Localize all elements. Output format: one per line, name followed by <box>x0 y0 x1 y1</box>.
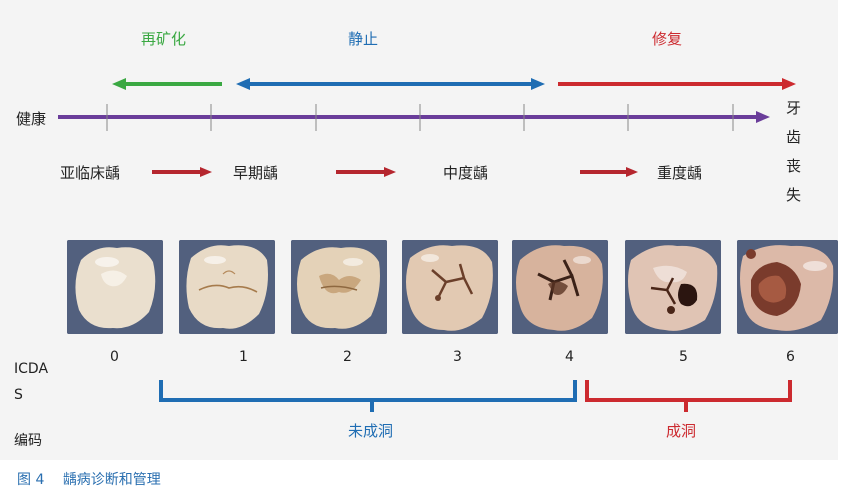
tooth-loss-char: 牙 <box>786 99 802 117</box>
figure-number: 图 4 <box>17 472 45 488</box>
stage-early: 早期龋 <box>233 164 279 182</box>
tooth-loss-char: 丧 <box>786 157 802 175</box>
tooth-photo-5 <box>625 240 721 334</box>
progress-arrow-3 <box>580 167 638 177</box>
non-cavitated-bracket <box>159 380 577 412</box>
stage-moderate: 中度龋 <box>443 164 489 182</box>
icdas-code-2: 2 <box>343 349 352 365</box>
non-cavitated-label: 未成洞 <box>348 422 394 440</box>
icdas-label-line: 编码 <box>14 433 42 449</box>
timeline-arrow <box>58 104 770 131</box>
arrest-arrow <box>236 78 545 90</box>
tooth-photo-1 <box>179 240 275 334</box>
tooth-photo-6 <box>737 240 838 334</box>
health-label: 健康 <box>16 110 47 128</box>
phase-label-restore: 修复 <box>652 30 683 48</box>
tooth-photo-3 <box>402 240 498 334</box>
icdas-label: ICDA S 编码 <box>14 356 48 454</box>
icdas-label-line: ICDA <box>14 361 49 377</box>
stage-severe: 重度龋 <box>657 164 703 182</box>
tooth-photo-4 <box>512 240 608 334</box>
tooth-loss-char: 齿 <box>786 128 802 146</box>
progress-arrow-1 <box>152 167 212 177</box>
tooth-photo-2 <box>291 240 387 334</box>
icdas-code-6: 6 <box>786 349 795 365</box>
icdas-code-4: 4 <box>565 349 574 365</box>
icdas-code-0: 0 <box>110 349 119 365</box>
cavitated-bracket <box>585 380 792 412</box>
progress-arrow-2 <box>336 167 396 177</box>
tooth-loss-char: 失 <box>786 186 802 204</box>
cavitated-label: 成洞 <box>666 422 697 440</box>
icdas-code-1: 1 <box>239 349 248 365</box>
remineralize-arrow <box>112 78 222 90</box>
restore-arrow <box>558 78 796 90</box>
phase-label-arrest: 静止 <box>348 30 379 48</box>
tooth-photo-0 <box>67 240 163 334</box>
stage-subclinical: 亚临床龋 <box>60 164 121 182</box>
phase-label-remineralize: 再矿化 <box>141 30 187 48</box>
icdas-label-line: S <box>14 387 23 403</box>
figure-title: 龋病诊断和管理 <box>62 472 161 488</box>
icdas-code-5: 5 <box>679 349 688 365</box>
brackets-layer <box>159 380 792 412</box>
tooth-loss-label: 牙 齿 丧 失 <box>786 94 801 210</box>
figure-caption: 图 4 龋病诊断和管理 <box>17 469 161 489</box>
diagram-panel: 再矿化 静止 修复 <box>0 0 838 460</box>
arrows-layer <box>58 78 796 177</box>
icdas-code-3: 3 <box>453 349 462 365</box>
